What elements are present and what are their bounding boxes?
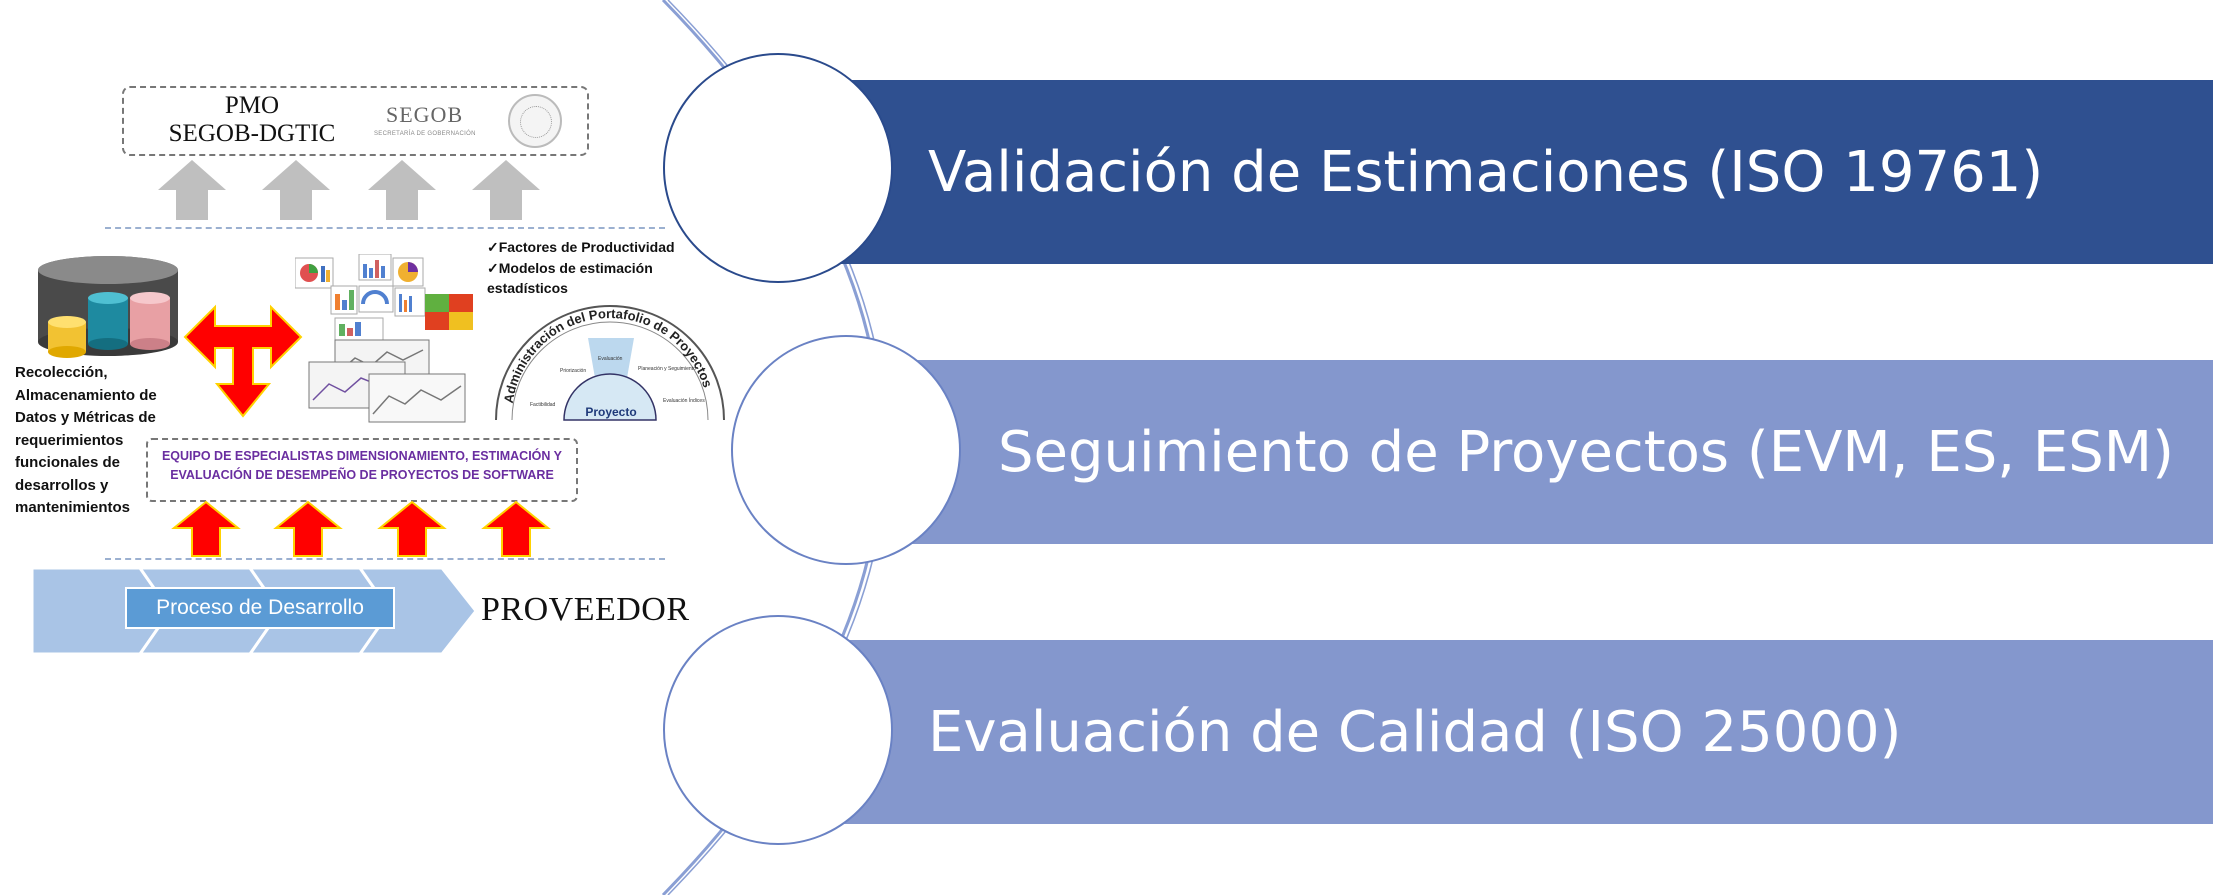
provider-label: PROVEEDOR [481, 591, 690, 628]
gray-up-arrow-icon [158, 160, 226, 220]
portfolio-label: Planeación y Seguimiento [638, 366, 696, 372]
factor-item: ✓Factores de Productividad [487, 239, 675, 255]
step-label-seguimiento: Seguimiento de Proyectos (EVM, ES, ESM) [998, 419, 2174, 485]
step-label-validacion: Validación de Estimaciones (ISO 19761) [928, 139, 2044, 205]
step-bar-validacion: Validación de Estimaciones (ISO 19761) [800, 80, 2213, 264]
gray-up-arrows [158, 160, 540, 220]
portfolio-label: Factibilidad [530, 402, 556, 408]
step-label-evaluacion: Evaluación de Calidad (ISO 25000) [928, 699, 1902, 765]
step-circle-3 [663, 615, 893, 845]
gray-up-arrow-icon [262, 160, 330, 220]
government-seal-icon [508, 94, 562, 148]
specialists-line1: EQUIPO DE ESPECIALISTAS DIMENSIONAMIENTO… [161, 449, 563, 463]
divider-bottom [105, 558, 665, 560]
specialists-team-text: EQUIPO DE ESPECIALISTAS DIMENSIONAMIENTO… [148, 447, 576, 485]
pmo-line2: SEGOB-DGTIC [168, 120, 336, 147]
pmo-title: PMO SEGOB-DGTIC [142, 92, 362, 148]
gray-up-arrow-icon [472, 160, 540, 220]
data-collection-text: Recolección, Almacenamiento de Datos y M… [15, 364, 157, 516]
gray-up-arrow-icon [368, 160, 436, 220]
red-up-arrow-icon [273, 500, 343, 557]
portfolio-center-label: Proyecto [585, 405, 636, 419]
divider-top [105, 227, 665, 229]
pmo-line1: PMO [224, 92, 280, 119]
step-circle-2 [731, 335, 961, 565]
portfolio-arc-diagram: Administración del Portafolio de Proyect… [495, 305, 725, 421]
process-label: Proceso de Desarrollo [125, 587, 395, 629]
red-up-arrows [171, 500, 551, 557]
factor-item: ✓Modelos de estimación estadísticos [487, 259, 653, 297]
specialists-team-box: EQUIPO DE ESPECIALISTAS DIMENSIONAMIENTO… [146, 438, 578, 502]
step-bar-evaluacion: Evaluación de Calidad (ISO 25000) [800, 640, 2213, 824]
charts-collage-icon [295, 254, 473, 423]
red-t-arrow-icon [183, 304, 303, 418]
portfolio-label: Evaluación Índices [663, 397, 705, 404]
pmo-box: PMO SEGOB-DGTIC SEGOB SECRETARÍA DE GOBE… [122, 86, 589, 156]
specialists-line2: EVALUACIÓN DE DESEMPEÑO DE PROYECTOS DE … [170, 468, 554, 482]
red-up-arrow-icon [481, 500, 551, 557]
database-icon [38, 256, 178, 358]
step-bar-seguimiento: Seguimiento de Proyectos (EVM, ES, ESM) [800, 360, 2213, 544]
segob-logo-subtitle: SECRETARÍA DE GOBERNACIÓN [374, 131, 476, 137]
step-circle-1 [663, 53, 893, 283]
factors-list: ✓Factores de Productividad ✓Modelos de e… [487, 237, 687, 299]
red-up-arrow-icon [377, 500, 447, 557]
red-up-arrow-icon [171, 500, 241, 557]
portfolio-label: Priorización [560, 368, 586, 374]
segob-logo-text: SEGOB [386, 102, 464, 127]
portfolio-label: Evaluación [598, 356, 623, 362]
